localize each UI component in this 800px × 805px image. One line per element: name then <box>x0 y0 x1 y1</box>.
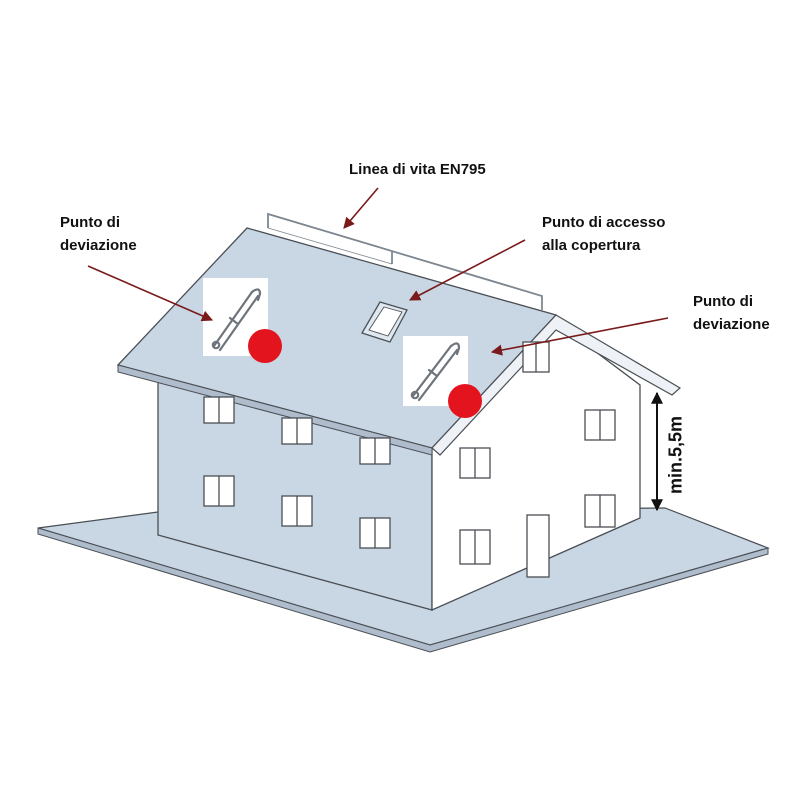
gable-wall-windows <box>459 341 616 565</box>
arrow-lifeline <box>343 187 379 229</box>
arrow-deviation-right <box>490 317 669 356</box>
side-wall-windows <box>203 396 391 549</box>
label-deviation-left-line1: Punto di <box>60 214 120 231</box>
label-roof-access-line1: Punto di accesso <box>542 214 666 231</box>
arrow-roof-access <box>409 239 526 301</box>
label-lifeline: Linea di vita EN795 <box>349 158 486 181</box>
label-deviation-right-line1: Punto di <box>693 293 753 310</box>
ground-slab-edge <box>37 527 769 653</box>
label-deviation-left-line2: deviazione <box>60 237 137 254</box>
label-deviation-right-line2: deviazione <box>693 316 770 333</box>
label-deviation-right: Punto di deviazione <box>693 290 770 336</box>
leader-arrows <box>87 187 669 356</box>
roof-gable-edge <box>431 314 682 456</box>
lifeline-rail <box>267 212 543 310</box>
label-lifeline-text: Linea di vita EN795 <box>349 161 486 178</box>
label-min-height-text: min.5,5m <box>665 415 686 495</box>
deviation-marker-right <box>448 384 482 418</box>
arrow-deviation-left <box>87 265 214 322</box>
deviation-marker-left <box>248 329 282 363</box>
roof-access-hatch <box>361 301 408 343</box>
anchor-device-icon <box>211 288 262 352</box>
anchor-device-icon <box>410 342 461 402</box>
label-roof-access-line2: alla copertura <box>542 237 641 254</box>
roof-fascia <box>117 364 433 456</box>
entrance-door <box>526 514 550 578</box>
label-roof-access: Punto di accesso alla copertura <box>542 211 665 257</box>
label-deviation-left: Punto di deviazione <box>60 211 137 257</box>
